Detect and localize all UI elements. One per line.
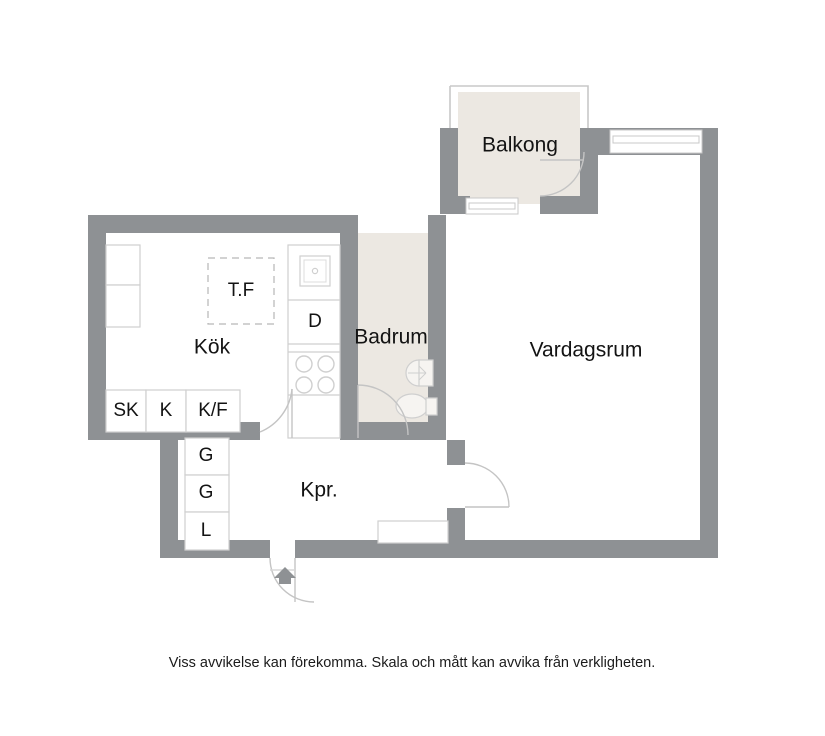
- wall-hallway-right-upper: [447, 440, 465, 465]
- cabinet-k: [145, 389, 187, 433]
- wall-livingroom-bottom: [295, 540, 718, 558]
- radiator-hallway: [377, 520, 449, 544]
- wall-bathroom-bottom: [340, 422, 446, 440]
- window-balcony-lower: [465, 197, 519, 215]
- closet-g-1: [184, 437, 230, 476]
- wall-balcony-bottom-right: [540, 196, 598, 214]
- wall-kitchen-left: [88, 215, 106, 440]
- fixture-labels: T.F D SK K K/F G G L: [113, 280, 322, 541]
- counter-lower-left: [105, 284, 141, 328]
- wall-balcony-left: [440, 128, 458, 214]
- cabinet-sk: [105, 389, 147, 433]
- doors: [259, 151, 585, 603]
- wall-balcony-right: [580, 128, 598, 214]
- windows: [465, 129, 703, 215]
- wall-kitchen-top: [88, 215, 358, 233]
- door-livingroom-arc: [464, 462, 510, 508]
- wall-hallway-right-lower: [447, 508, 465, 558]
- washbasin-icon: [405, 359, 434, 387]
- counter-upper-left: [105, 244, 141, 286]
- cabinet-kf: [185, 389, 241, 433]
- fixture-label-k: K: [160, 400, 173, 421]
- sink-icon: [299, 255, 331, 287]
- fixture-label-sk: SK: [113, 400, 139, 421]
- bathroom-fixtures: [395, 359, 438, 419]
- fixture-label-tf: T.F: [228, 280, 254, 301]
- balcony-outer-frame: [449, 85, 589, 136]
- fixture-label-d: D: [308, 311, 322, 332]
- room-label-vardagsrum: Vardagsrum: [530, 339, 643, 362]
- room-label-badrum: Badrum: [354, 326, 428, 349]
- window-livingroom-top: [609, 129, 703, 154]
- hallway-closets: [184, 437, 449, 551]
- door-kitchen-arc: [259, 388, 293, 433]
- table-dashed-outline: [207, 257, 275, 325]
- closet-l: [184, 511, 230, 551]
- room-fills: [100, 92, 710, 558]
- wall-livingroom-right: [700, 128, 718, 558]
- room-label-kok: Kök: [194, 336, 231, 359]
- wall-bathroom-left: [340, 215, 358, 440]
- disclaimer-caption: Viss avvikelse kan förekomma. Skala och …: [169, 655, 656, 671]
- stove-icon: [295, 355, 335, 394]
- door-entrance-arc: [269, 557, 315, 603]
- fixture-label-g-1: G: [199, 445, 214, 466]
- kitchen-fixtures: [105, 244, 341, 439]
- entrance-arrow-icon: [274, 567, 296, 584]
- room-labels: Kök Badrum Vardagsrum Balkong Kpr.: [194, 134, 643, 502]
- room-label-kpr: Kpr.: [300, 479, 337, 502]
- fixture-label-kf: K/F: [198, 400, 228, 421]
- toilet-icon: [395, 393, 438, 419]
- wall-balcony-bottom-left: [440, 196, 470, 214]
- wall-hallway-left: [160, 440, 178, 558]
- room-label-balkong: Balkong: [482, 134, 558, 157]
- livingroom-floor: [465, 155, 710, 555]
- fixture-label-g-2: G: [199, 482, 214, 503]
- balcony-floor: [458, 92, 580, 204]
- door-bathroom-arc: [357, 384, 409, 436]
- fixture-label-l: L: [201, 520, 212, 541]
